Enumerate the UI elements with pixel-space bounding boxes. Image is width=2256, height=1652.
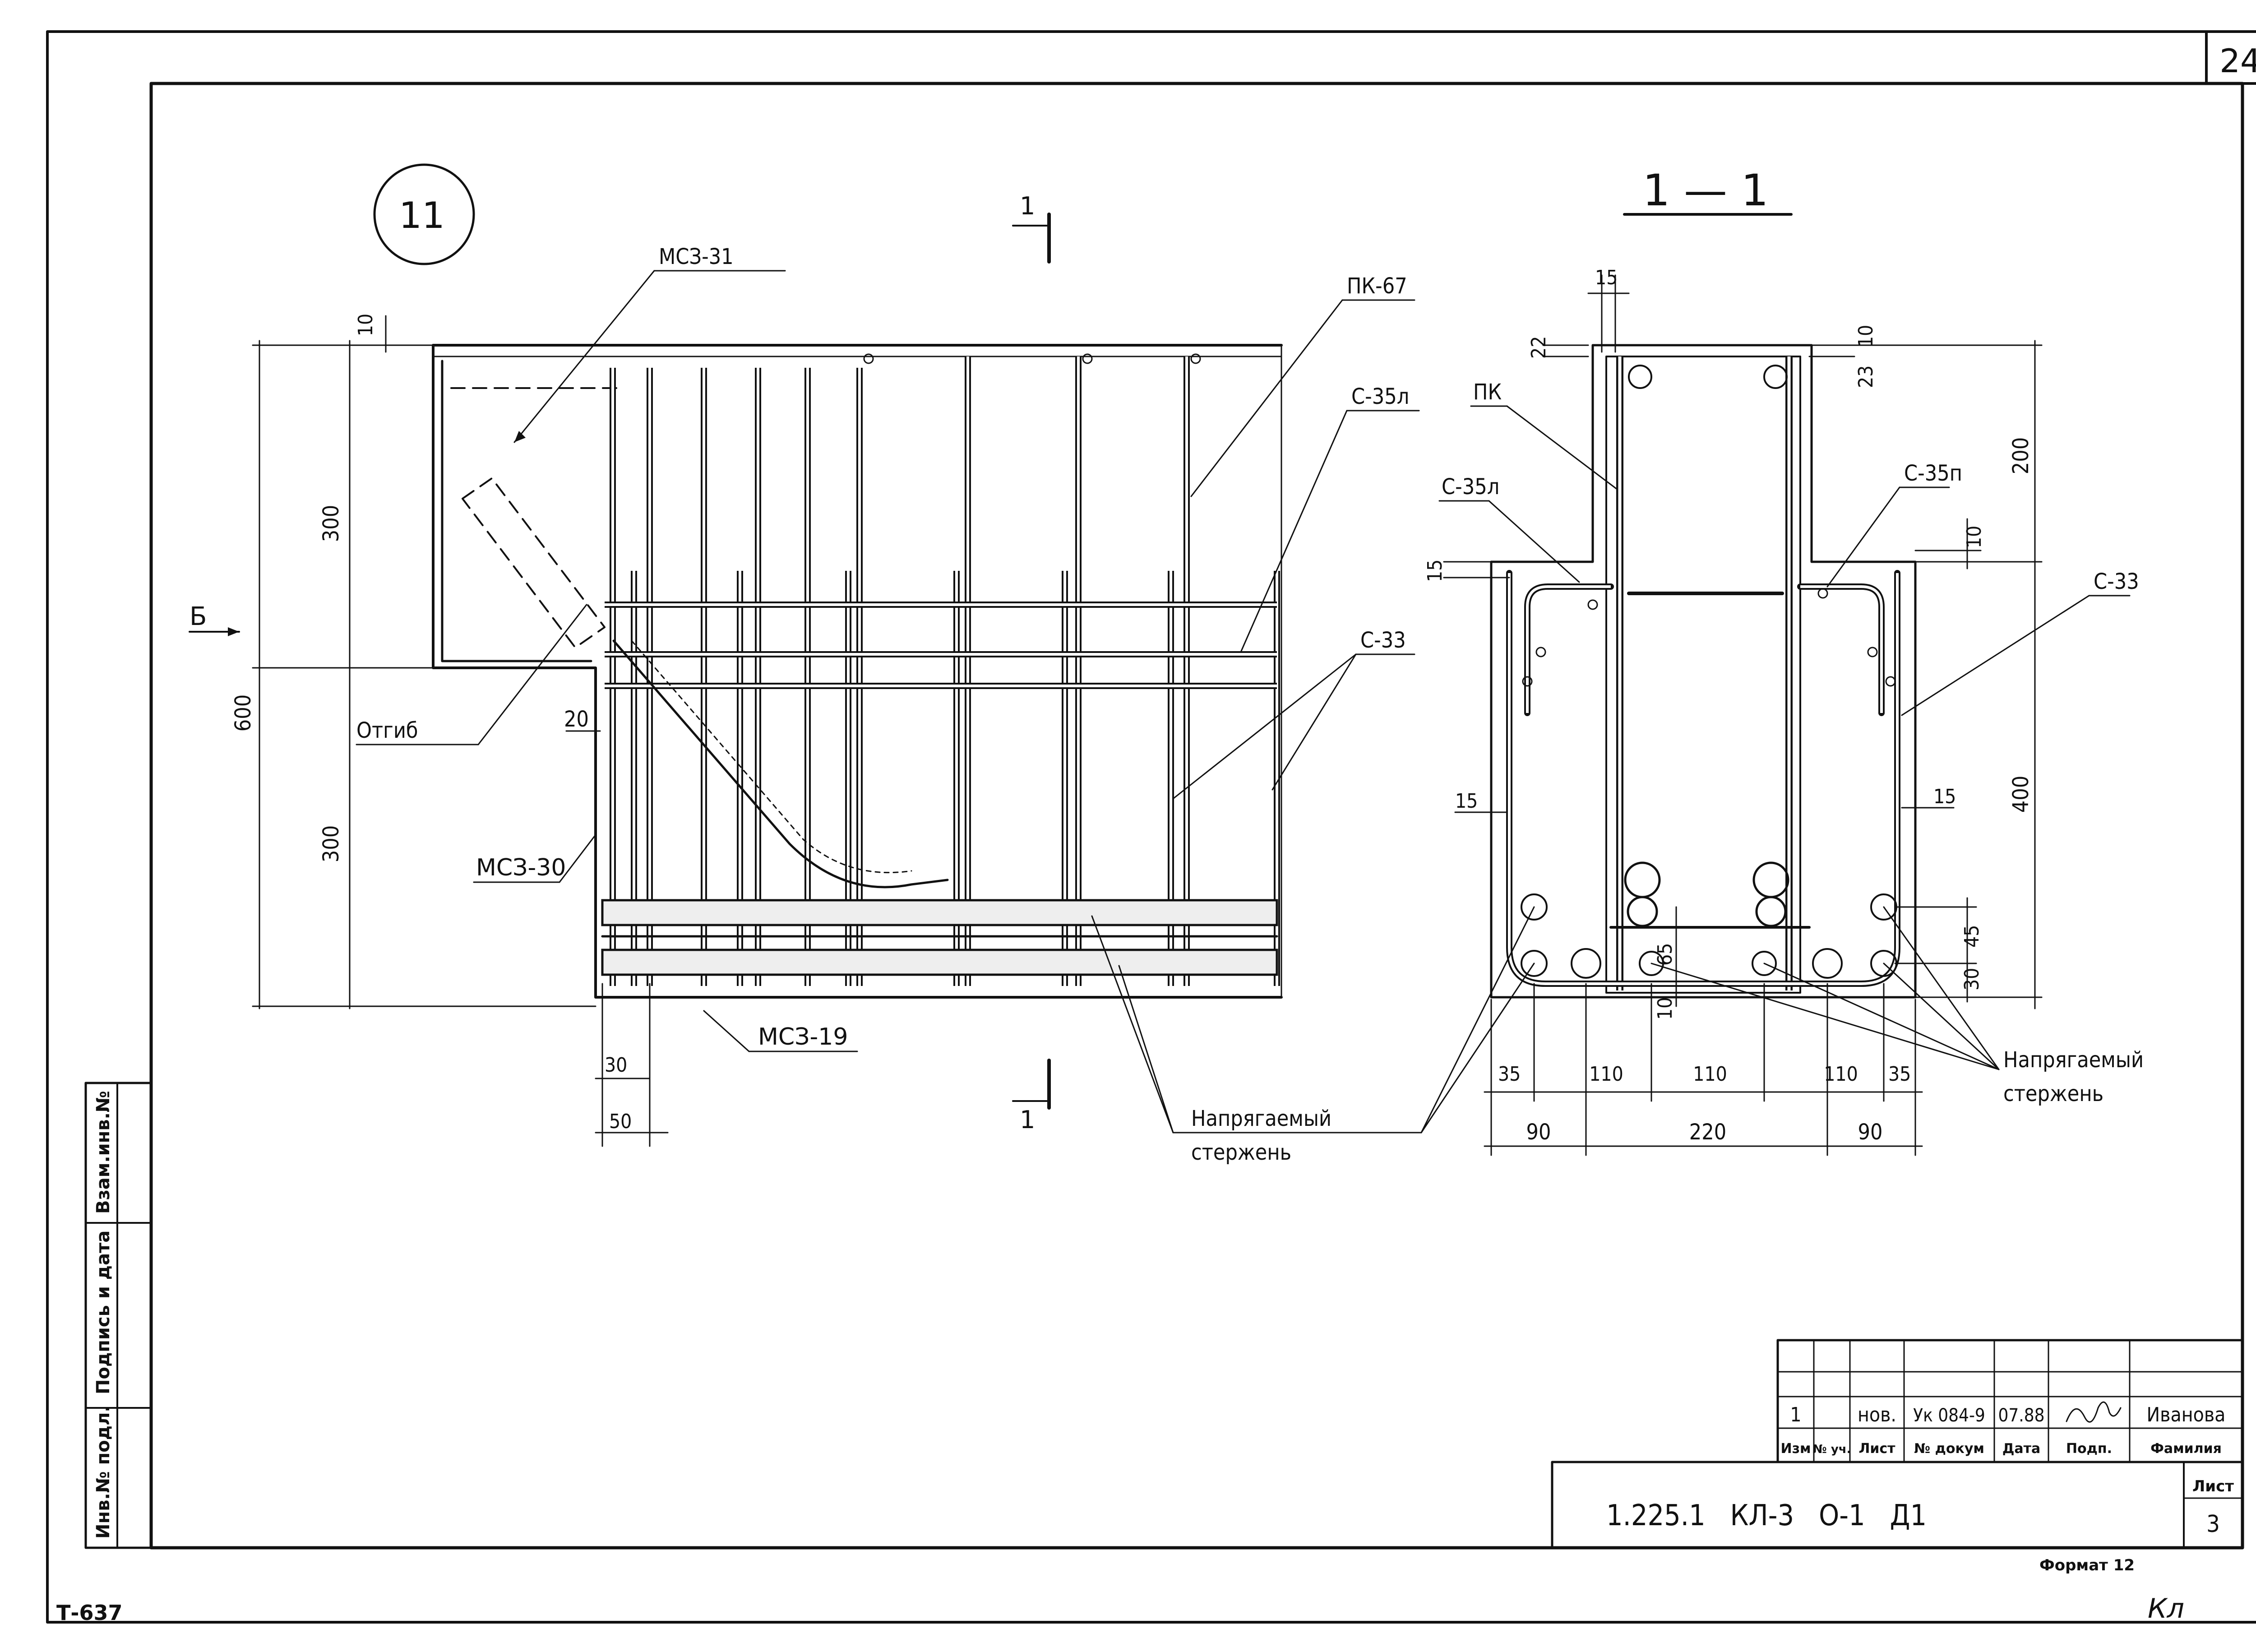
dim-lower-height: 300 [319,825,344,862]
tb-row-date: 07.88 [1998,1405,2045,1426]
stamp-podpis: Подпись и дата [93,1231,114,1394]
dim-top-offset: 10 [354,314,377,336]
dim-section-15-left: 15 [1424,560,1447,582]
label-mcz31: МСЗ-31 [659,244,734,269]
sheet-number: 24 [2219,42,2256,80]
detail-number: 11 [399,194,445,236]
dim-section-65: 65 [1654,943,1677,966]
inventory-code: Т-637 [56,1601,123,1625]
label-c35l-side: С-35л [1351,384,1409,409]
tb-header-izm: Изм [1780,1441,1811,1457]
sheet-number-box [2205,30,2256,85]
dim-section-15-mid-right: 15 [1933,785,1956,808]
tb-row-dokum: Ук 084-9 [1913,1405,1985,1426]
tb-sheet-label: Лист [2192,1477,2234,1495]
outer-frame [46,30,2256,1624]
dim-section-22: 22 [1527,336,1550,359]
detail-number-circle [373,163,475,265]
side-view: 1 1 [189,192,1422,1165]
label-c35p: С-35п [1904,461,1962,486]
dim-section-400: 400 [2008,776,2034,813]
title-block: 1 нов. Ук 084-9 07.88 Иванова Изм № уч. … [1551,1339,2244,1574]
tb-header-uch: № уч. [1812,1443,1851,1456]
tb-row-izm: 1 [1790,1403,1801,1426]
dim-section-10-bottom: 10 [1654,997,1677,1020]
dim-width-90-right: 90 [1858,1120,1883,1145]
label-prestressed-side-2: стержень [1191,1140,1291,1165]
label-c35l-section: С-35л [1442,474,1499,500]
label-prestressed-section-2: стержень [2003,1081,2103,1106]
label-mcz30: МСЗ-30 [476,854,566,881]
dim-width-90-left: 90 [1526,1120,1551,1145]
tb-header-date: Дата [2002,1441,2041,1457]
label-pk67: ПК-67 [1347,273,1407,299]
tb-row-list: нов. [1858,1403,1896,1426]
section-mark-top: 1 [1020,192,1035,220]
dim-width-220: 220 [1689,1120,1726,1145]
tb-header-surname: Фамилия [2150,1441,2222,1457]
corner-mark: Кл [2148,1593,2184,1624]
dim-upper-height: 300 [319,505,344,542]
dim-bottom-30: 30 [605,1054,627,1077]
tb-designation: 1.225.1 КЛ-3 О-1 Д1 [1606,1499,1927,1532]
dim-bottom-110-c: 110 [1824,1063,1858,1086]
label-pk: ПК [1473,379,1502,405]
label-prestressed-side-1: Напрягаемый [1191,1106,1331,1131]
tb-header-podp: Подп. [2066,1441,2112,1457]
dim-section-10-top: 10 [1854,325,1877,347]
side-stamp: Взам.инв.№ Подпись и дата Инв.№ подл. [84,1082,153,1549]
tb-header-list: Лист [1858,1441,1895,1457]
stamp-inv-podl: Инв.№ подл. [93,1405,114,1539]
dim-bottom-50: 50 [609,1110,632,1133]
view-arrow-label: Б [190,602,207,631]
dim-total-height: 600 [231,694,256,731]
label-otgib: Отгиб [356,718,418,743]
label-prestressed-section-1: Напрягаемый [2003,1047,2144,1073]
dim-bottom-110-a: 110 [1589,1063,1623,1086]
dim-section-200: 200 [2008,437,2034,474]
inner-frame [149,82,2244,1550]
section-view: 1 — 1 [1420,165,2144,1156]
dim-bottom-110-b: 110 [1693,1063,1727,1086]
dim-section-15-mid-left: 15 [1455,790,1478,813]
dim-section-10-right: 10 [1963,526,1986,548]
dim-section-15-top: 15 [1595,266,1618,289]
tb-sheet-value: 3 [2206,1511,2220,1538]
dim-section-30: 30 [1960,968,1983,990]
stamp-vzam: Взам.инв.№ [93,1091,114,1214]
label-mcz19: МСЗ-19 [758,1023,848,1050]
dim-section-23: 23 [1854,366,1877,388]
dim-section-45: 45 [1960,925,1983,948]
format-label: Формат 12 [2039,1556,2135,1574]
section-mark-bottom: 1 [1020,1106,1035,1134]
signature [2066,1401,2122,1423]
dim-bottom-35-left: 35 [1498,1063,1521,1086]
tb-row-surname: Иванова [2147,1403,2226,1426]
tb-header-dokum: № докум [1914,1441,1984,1457]
label-c33-section: С-33 [2094,569,2139,594]
label-c33-side: С-33 [1360,628,1406,653]
dim-bottom-35-right: 35 [1888,1063,1911,1086]
dim-step-20: 20 [564,707,589,732]
section-title: 1 — 1 [1642,165,1768,216]
